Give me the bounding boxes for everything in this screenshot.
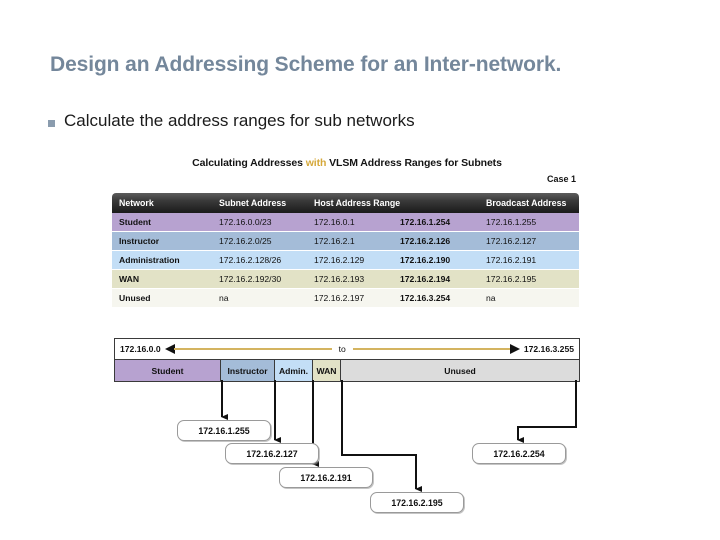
- callout-box: 172.16.2.254: [472, 443, 566, 464]
- callout-box: 172.16.2.195: [370, 492, 464, 513]
- segment-admin: Admin.: [275, 360, 313, 381]
- callout-box: 172.16.2.127: [225, 443, 319, 464]
- cell-network: Administration: [112, 250, 212, 270]
- cell-broadcast: 172.16.2.127: [479, 231, 580, 251]
- figure-title-highlight: with: [305, 157, 327, 169]
- cell-network: Instructor: [112, 231, 212, 251]
- range-middle-label: to: [338, 344, 346, 354]
- subnet-segment-row: Student Instructor Admin. WAN Unused: [115, 359, 579, 381]
- column-header-host-range: Host Address Range: [307, 193, 480, 213]
- cell-broadcast: 172.16.2.195: [479, 269, 580, 289]
- vlsm-figure: Calculating Addresses with VLSM Address …: [112, 155, 582, 525]
- cell-subnet: 172.16.2.192/30: [212, 269, 307, 289]
- bullet-item-label: Calculate the address ranges for sub net…: [64, 111, 415, 130]
- cell-host-end: 172.16.2.126: [393, 231, 480, 251]
- cell-broadcast: 172.16.2.191: [479, 250, 580, 270]
- range-endpoints-row: 172.16.0.0 to 172.16.3.255: [115, 339, 579, 359]
- cell-broadcast: 172.16.1.255: [479, 213, 580, 232]
- table-row: Administration 172.16.2.128/26 172.16.2.…: [112, 250, 580, 270]
- range-arrow-right-icon: [352, 343, 520, 355]
- column-header-network: Network: [112, 193, 212, 213]
- square-bullet-icon: [48, 120, 55, 127]
- cell-host-start: 172.16.2.197: [307, 288, 393, 308]
- cell-host-end: 172.16.2.190: [393, 250, 480, 270]
- cell-host-end: 172.16.1.254: [393, 213, 480, 232]
- callout-box: 172.16.2.191: [279, 467, 373, 488]
- table-row: Instructor 172.16.2.0/25 172.16.2.1 172.…: [112, 231, 580, 251]
- cell-subnet: 172.16.2.0/25: [212, 231, 307, 251]
- cell-host-start: 172.16.0.1: [307, 213, 393, 232]
- cell-subnet: na: [212, 288, 307, 308]
- segment-instructor: Instructor: [221, 360, 275, 381]
- case-label: Case 1: [546, 174, 576, 184]
- figure-title-part-1: Calculating Addresses: [192, 157, 306, 169]
- segment-unused: Unused: [341, 360, 579, 381]
- table-header-row: Network Subnet Address Host Address Rang…: [112, 193, 580, 213]
- range-end-address: 172.16.3.255: [523, 344, 575, 354]
- vlsm-address-table: Network Subnet Address Host Address Rang…: [112, 193, 580, 308]
- cell-subnet: 172.16.0.0/23: [212, 213, 307, 232]
- bullet-item: Calculate the address ranges for sub net…: [48, 111, 668, 131]
- cell-network: Unused: [112, 288, 212, 308]
- column-header-subnet: Subnet Address: [212, 193, 307, 213]
- range-arrow-left-icon: [164, 343, 332, 355]
- table-row: WAN 172.16.2.192/30 172.16.2.193 172.16.…: [112, 269, 580, 289]
- segment-wan: WAN: [313, 360, 341, 381]
- figure-title-part-2: VLSM Address Ranges for Subnets: [326, 157, 502, 169]
- column-header-broadcast: Broadcast Address: [479, 193, 580, 213]
- table-row: Student 172.16.0.0/23 172.16.0.1 172.16.…: [112, 213, 580, 232]
- cell-subnet: 172.16.2.128/26: [212, 250, 307, 270]
- cell-host-end: 172.16.2.194: [393, 269, 480, 289]
- cell-network: Student: [112, 213, 212, 232]
- cell-host-start: 172.16.2.1: [307, 231, 393, 251]
- cell-network: WAN: [112, 269, 212, 289]
- cell-broadcast: na: [479, 288, 580, 308]
- cell-host-start: 172.16.2.129: [307, 250, 393, 270]
- page-title: Design an Addressing Scheme for an Inter…: [50, 53, 562, 76]
- range-start-address: 172.16.0.0: [120, 344, 161, 354]
- cell-host-start: 172.16.2.193: [307, 269, 393, 289]
- address-range-bar: 172.16.0.0 to 172.16.3.255 Student Instr…: [114, 338, 580, 382]
- table-row: Unused na 172.16.2.197 172.16.3.254 na: [112, 288, 580, 308]
- figure-title: Calculating Addresses with VLSM Address …: [112, 155, 582, 169]
- callout-box: 172.16.1.255: [177, 420, 271, 441]
- segment-student: Student: [115, 360, 221, 381]
- cell-host-end: 172.16.3.254: [393, 288, 480, 308]
